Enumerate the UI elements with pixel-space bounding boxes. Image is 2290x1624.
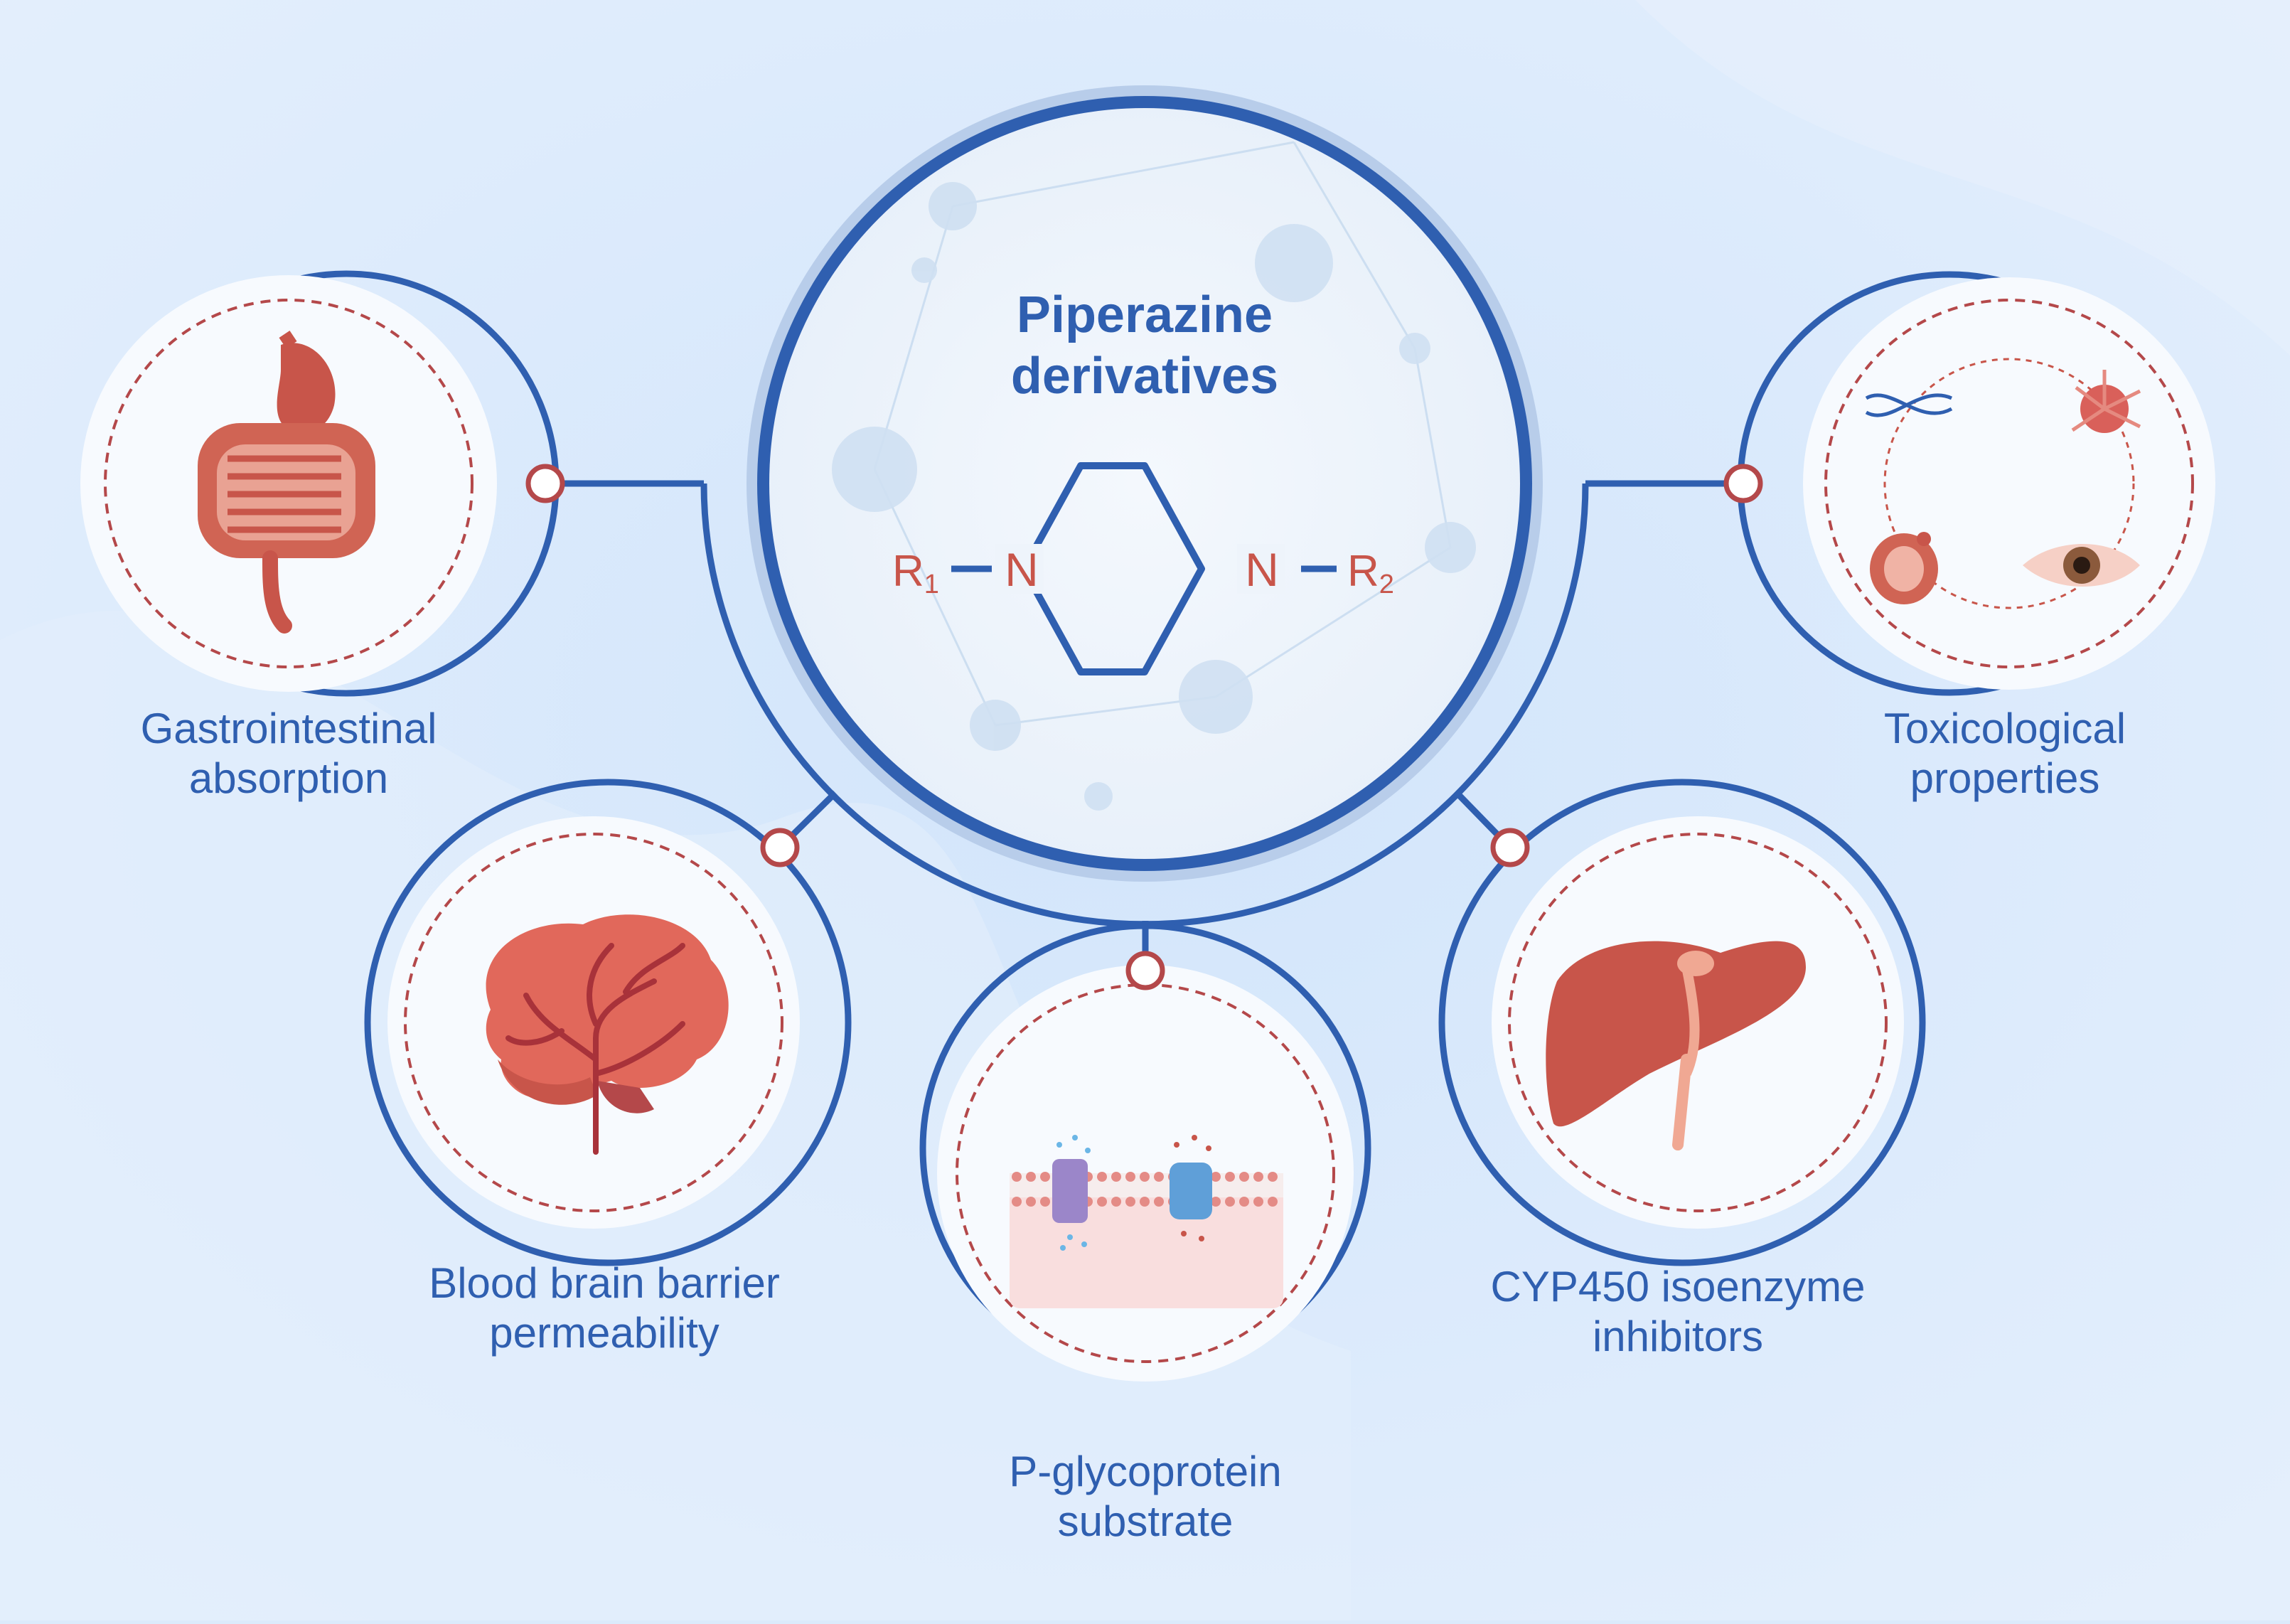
node-label-cyp450: CYP450 isoenzyme inhibitors [1408, 1262, 1948, 1362]
cell-membrane-icon [1010, 1135, 1283, 1308]
toxicity-cycle-icon [1865, 358, 2141, 609]
eye-icon [2023, 544, 2140, 587]
dna-icon [1865, 393, 1953, 417]
r1-label: R1 [892, 547, 939, 599]
n-left-label: N [1005, 543, 1039, 596]
neuron-icon [2071, 370, 2141, 433]
title-line-1: Piperazine [1016, 287, 1273, 343]
liver-icon [1546, 941, 1806, 1150]
node-label-line: Blood brain barrier [429, 1259, 780, 1307]
connector-dots [525, 464, 1763, 990]
background-wave-top [1635, 0, 2290, 356]
node-label-line: permeability [489, 1309, 719, 1357]
intestine-icon [198, 331, 375, 634]
n-right-bg [1237, 544, 1285, 594]
node-label-pgp: P-glycoprotein substrate [875, 1447, 1416, 1546]
molecule-nodes [832, 182, 1476, 811]
page-title: Piperazine derivatives [860, 284, 1429, 407]
node-label-line: inhibitors [1592, 1313, 1764, 1360]
node-label-line: substrate [1057, 1497, 1234, 1545]
node-label-line: CYP450 isoenzyme [1490, 1263, 1866, 1310]
node-label-line: properties [1910, 754, 2100, 802]
node-label-line: Toxicological [1883, 705, 2126, 752]
node-label-line: absorption [188, 754, 389, 802]
node-label-line: Gastrointestinal [140, 705, 437, 752]
node-label-gastrointestinal: Gastrointestinal absorption [18, 704, 559, 803]
node-label-toxicological: Toxicological properties [1735, 704, 2275, 803]
molecule-network [873, 141, 1452, 727]
r2-label: R2 [1347, 547, 1394, 599]
n-right-label: N [1245, 543, 1279, 596]
brain-icon [486, 914, 729, 1155]
center-disk [769, 108, 1520, 859]
node-label-line: P-glycoprotein [1009, 1448, 1282, 1495]
n-left-bg [995, 544, 1044, 594]
node-label-bbb: Blood brain barrier permeability [334, 1259, 874, 1358]
fetus-icon [1870, 532, 1938, 604]
node-rings [133, 270, 2162, 1374]
title-line-2: derivatives [1010, 348, 1279, 405]
